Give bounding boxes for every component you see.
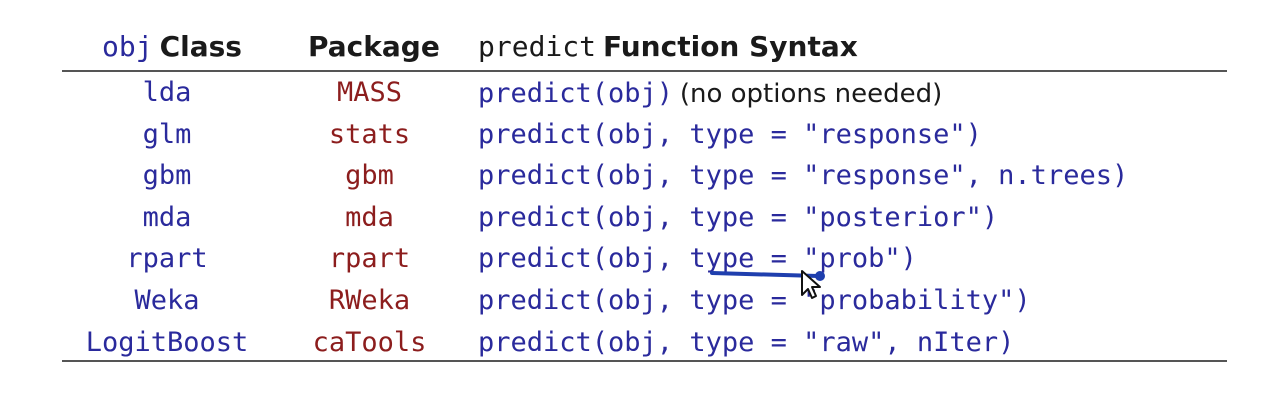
header-predict-label: predict [478,30,597,63]
cell-package: rpart [328,243,411,275]
header-package: Package [308,30,440,63]
annotation-overlay [710,270,825,299]
table-row: Weka RWeka predict(obj, type = "probabil… [62,280,1227,322]
cell-syntax: predict(obj, type = "probability") [478,284,1031,316]
cell-syntax: predict(obj, type = "raw", nIter) [478,326,1015,358]
table-row: glm stats predict(obj, type = "response"… [62,114,1227,156]
cell-class: gbm [142,160,192,192]
predict-syntax-table: obj Class Package predict Function Synta… [62,20,1227,362]
cell-syntax: predict(obj, type = "posterior") [478,201,999,233]
cell-syntax: predict(obj, type = "response") [478,118,982,150]
cell-class: glm [142,118,192,150]
cell-package: RWeka [328,284,411,316]
header-syntax-label: Function Syntax [603,30,858,63]
cell-class: LogitBoost [85,326,249,358]
mouse-cursor-icon [801,270,821,299]
header-class-label: Class [159,30,242,63]
cell-package: gbm [345,160,394,192]
pen-underline-icon [710,271,825,281]
syntax-note: (no options needed) [679,79,943,109]
cell-syntax: predict(obj, type = "prob") [478,243,917,275]
table-row: gbm gbm predict(obj, type = "response", … [62,155,1227,197]
cell-package: MASS [336,77,403,108]
header-function-syntax: predict Function Syntax [478,30,858,65]
cell-syntax: predict(obj, type = "response", n.trees) [478,160,1129,192]
table-row: LogitBoost caTools predict(obj, type = "… [62,322,1227,364]
table-row: mda mda predict(obj, type = "posterior") [62,197,1227,239]
cell-syntax: predict(obj) (no options needed) [478,76,942,111]
header-obj-class: obj Class [102,30,242,65]
bottom-rule [62,360,1227,362]
header-obj-label: obj [102,30,153,63]
syntax-code: predict(obj) [478,78,674,109]
table-row: lda MASS predict(obj) (no options needed… [62,72,1227,114]
cell-class: rpart [126,243,208,275]
cell-class: lda [142,77,192,108]
cell-class: Weka [134,284,200,316]
table-body: lda MASS predict(obj) (no options needed… [62,72,1227,363]
cell-package: mda [345,201,394,233]
top-rule [62,70,1227,72]
table-row: rpart rpart predict(obj, type = "prob") [62,238,1227,280]
cell-package: caTools [312,326,427,358]
cell-package: stats [328,118,411,150]
cell-class: mda [142,201,192,233]
table-header: obj Class Package predict Function Synta… [62,20,1227,70]
